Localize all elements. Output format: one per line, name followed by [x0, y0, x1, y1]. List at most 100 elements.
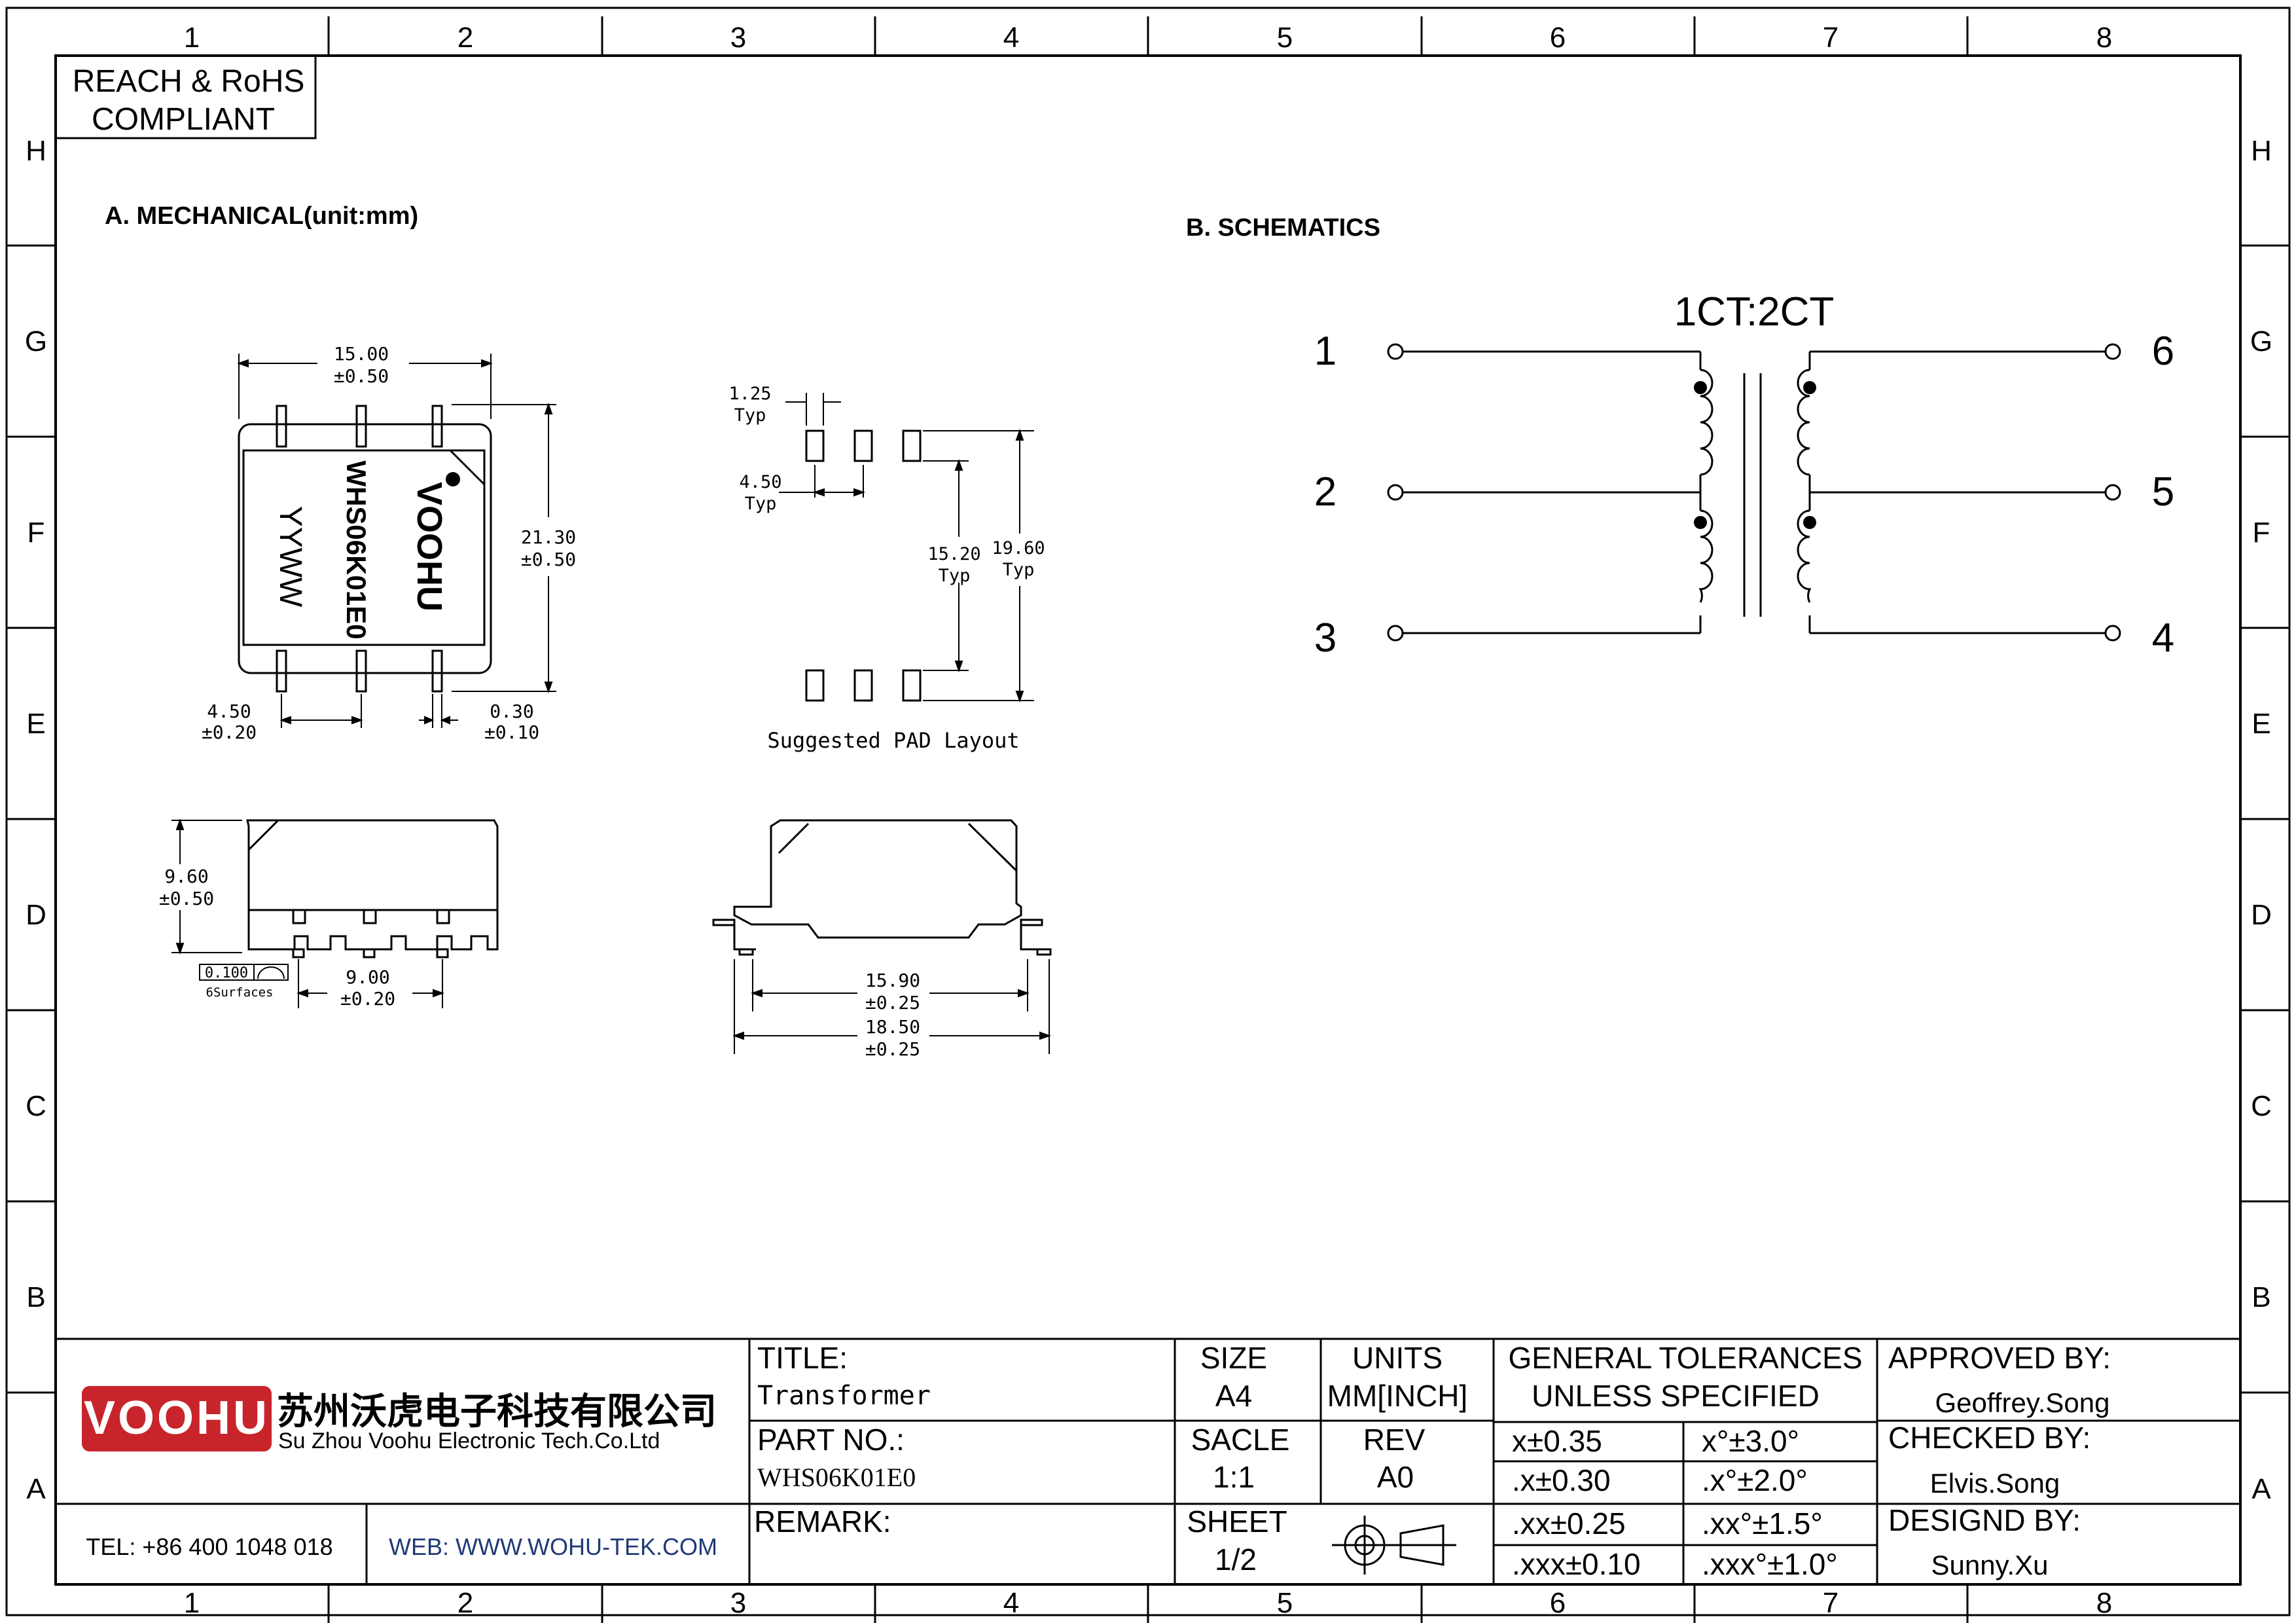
- logo-text: VOOHU: [84, 1392, 270, 1444]
- tolerance-heading-1: GENERAL TOLERANCES: [1508, 1341, 1862, 1375]
- dim-pin-width: 0.30: [490, 701, 533, 722]
- tol-linear-3: .xxx±0.10: [1512, 1547, 1641, 1581]
- sheet-label: SHEET: [1187, 1504, 1287, 1539]
- dim-pin-span-tol: ±0.20: [340, 988, 395, 1010]
- zone-row-label: D: [2251, 899, 2272, 931]
- checked-name: Elvis.Song: [1930, 1468, 2060, 1499]
- zone-row-label: B: [2251, 1281, 2270, 1313]
- company-name-cn: 苏州沃虎电子科技有限公司: [277, 1391, 717, 1433]
- zone-row-label: C: [26, 1090, 46, 1122]
- title-block: [56, 1338, 2240, 1584]
- compliance-line1: REACH & RoHS: [73, 64, 305, 99]
- terminal: [1387, 484, 1404, 501]
- compliance-line2: COMPLIANT: [92, 102, 275, 137]
- dim-lead-width-tol: ±0.25: [865, 1038, 920, 1060]
- zone-row-label: C: [2251, 1090, 2272, 1122]
- pad-layout-caption: Suggested PAD Layout: [767, 728, 1019, 753]
- top-view: VOOHU WHS06K01E0 YYWW: [238, 405, 492, 693]
- terminal: [2104, 343, 2121, 360]
- zone-column-label: 2: [457, 1587, 473, 1619]
- pad-inner-span: 15.20: [927, 544, 980, 564]
- rev-label: REV: [1363, 1423, 1426, 1457]
- pad-pitch-note: Typ: [745, 494, 777, 514]
- scale-value: 1:1: [1213, 1460, 1255, 1494]
- dim-body-width: 15.90: [865, 970, 920, 991]
- side-view: [246, 819, 499, 958]
- zone-column-label: 4: [1003, 1587, 1019, 1619]
- zone-column-label: 5: [1277, 22, 1293, 54]
- tol-angular-3: .xxx°±1.0°: [1702, 1547, 1838, 1581]
- designed-label: DESIGND BY:: [1888, 1503, 2081, 1537]
- pad-pitch: 4.50: [739, 472, 781, 492]
- pad-width: 1.25: [728, 384, 771, 404]
- terminal: [1387, 625, 1404, 642]
- zone-column-label: 1: [184, 1587, 200, 1619]
- zone-row-label: D: [26, 899, 46, 931]
- compliance-box: REACH & RoHS COMPLIANT: [54, 54, 317, 139]
- dim-body-width-tol: ±0.25: [865, 992, 920, 1013]
- flatness-value: 0.100: [205, 965, 248, 981]
- pad-width-note: Typ: [734, 405, 766, 426]
- tol-linear-0: x±0.35: [1512, 1424, 1602, 1458]
- zone-row-label: H: [26, 135, 46, 167]
- zone-column-label: 8: [2096, 1587, 2112, 1619]
- pin-label-4: 4: [2152, 615, 2174, 661]
- zone-column-label: 4: [1003, 22, 1019, 54]
- approved-label: APPROVED BY:: [1888, 1341, 2111, 1375]
- schematic-labels: 1CT:2CT 1 2 3 6 5 4: [1314, 289, 2174, 661]
- end-view: [712, 819, 1052, 956]
- dim-width-tol: ±0.50: [334, 365, 389, 387]
- tolerance-heading-2: UNLESS SPECIFIED: [1532, 1379, 1820, 1413]
- website: WEB: WWW.WOHU-TEK.COM: [389, 1533, 717, 1560]
- dim-body-height: 9.60: [164, 866, 208, 887]
- zone-row-label: B: [26, 1281, 45, 1313]
- transformer-schematic: [1387, 343, 2121, 642]
- dim-width: 15.00: [334, 343, 389, 365]
- polarity-dot: [1803, 381, 1816, 394]
- company-logo: VOOHU: [82, 1386, 272, 1451]
- zone-column-label: 5: [1277, 1587, 1293, 1619]
- pin-label-1: 1: [1314, 329, 1336, 374]
- rev-value: A0: [1377, 1460, 1414, 1494]
- tel: TEL: +86 400 1048 018: [86, 1533, 332, 1560]
- scale-label: SACLE: [1191, 1423, 1290, 1457]
- dim-body-height-tol: ±0.50: [159, 888, 214, 909]
- polarity-dot: [1694, 516, 1707, 529]
- pin-label-6: 6: [2152, 329, 2174, 374]
- title-label: TITLE:: [757, 1341, 848, 1375]
- tol-angular-1: .x°±2.0°: [1702, 1463, 1808, 1497]
- dim-pin-pitch-tol: ±0.20: [202, 721, 257, 743]
- zone-column-label: 8: [2096, 22, 2112, 54]
- pin-label-2: 2: [1314, 469, 1336, 515]
- title-block-text: TITLE: Transformer PART NO.: WHS06K01E0 …: [754, 1341, 2111, 1581]
- polarity-dot: [1694, 381, 1707, 394]
- dim-pin-span: 9.00: [346, 966, 389, 988]
- dim-height-tol: ±0.50: [521, 549, 576, 570]
- top-view-dimensions: [237, 354, 556, 728]
- pad-layout-dimensions: [779, 393, 1034, 702]
- tol-angular-2: .xx°±1.5°: [1702, 1506, 1823, 1541]
- marking-part: WHS06K01E0: [341, 460, 372, 639]
- dim-height: 21.30: [521, 526, 576, 548]
- terminal: [2104, 625, 2121, 642]
- mechanical-heading: A. MECHANICAL(unit:mm): [105, 202, 418, 230]
- part-value: WHS06K01E0: [757, 1463, 916, 1492]
- pin-label-5: 5: [2152, 469, 2174, 515]
- marking-brand: VOOHU: [410, 482, 449, 611]
- pad-layout: [805, 429, 922, 702]
- pad-outer-span: 19.60: [992, 538, 1045, 558]
- pad-outer-span-note: Typ: [1003, 560, 1035, 580]
- company-name-en: Su Zhou Voohu Electronic Tech.Co.Ltd: [278, 1429, 660, 1453]
- end-view-dimensions: [732, 959, 1051, 1054]
- side-view-dim-text: 9.60 ±0.50 9.00 ±0.20 0.100 6Surfaces: [159, 866, 395, 1010]
- units-label: UNITS: [1352, 1341, 1443, 1375]
- checked-label: CHECKED BY:: [1888, 1421, 2090, 1455]
- approved-name: Geoffrey.Song: [1935, 1387, 2110, 1418]
- pin-label-3: 3: [1314, 615, 1336, 661]
- remark-label: REMARK:: [754, 1504, 891, 1539]
- dim-lead-width: 18.50: [865, 1016, 920, 1038]
- schematics-heading: B. SCHEMATICS: [1186, 214, 1380, 242]
- zone-row-label: F: [27, 517, 45, 549]
- terminal: [1387, 343, 1404, 360]
